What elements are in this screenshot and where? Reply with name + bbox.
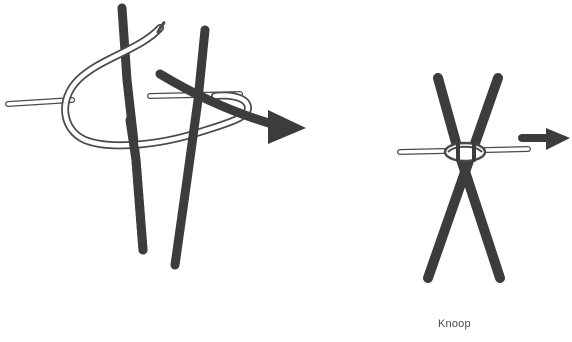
knot-step-finished [400, 78, 570, 278]
figure-caption: Knoop [438, 318, 471, 330]
warp-thread-left-2 [175, 30, 205, 265]
arrow-right-small-icon [546, 128, 570, 150]
pull-strand [160, 74, 272, 124]
weft-loop [65, 23, 248, 146]
arrow-right-icon [268, 110, 306, 144]
knot-step-tying [8, 8, 306, 265]
warp-thread-left-1-front [130, 120, 143, 250]
knot-wrap [445, 143, 485, 161]
